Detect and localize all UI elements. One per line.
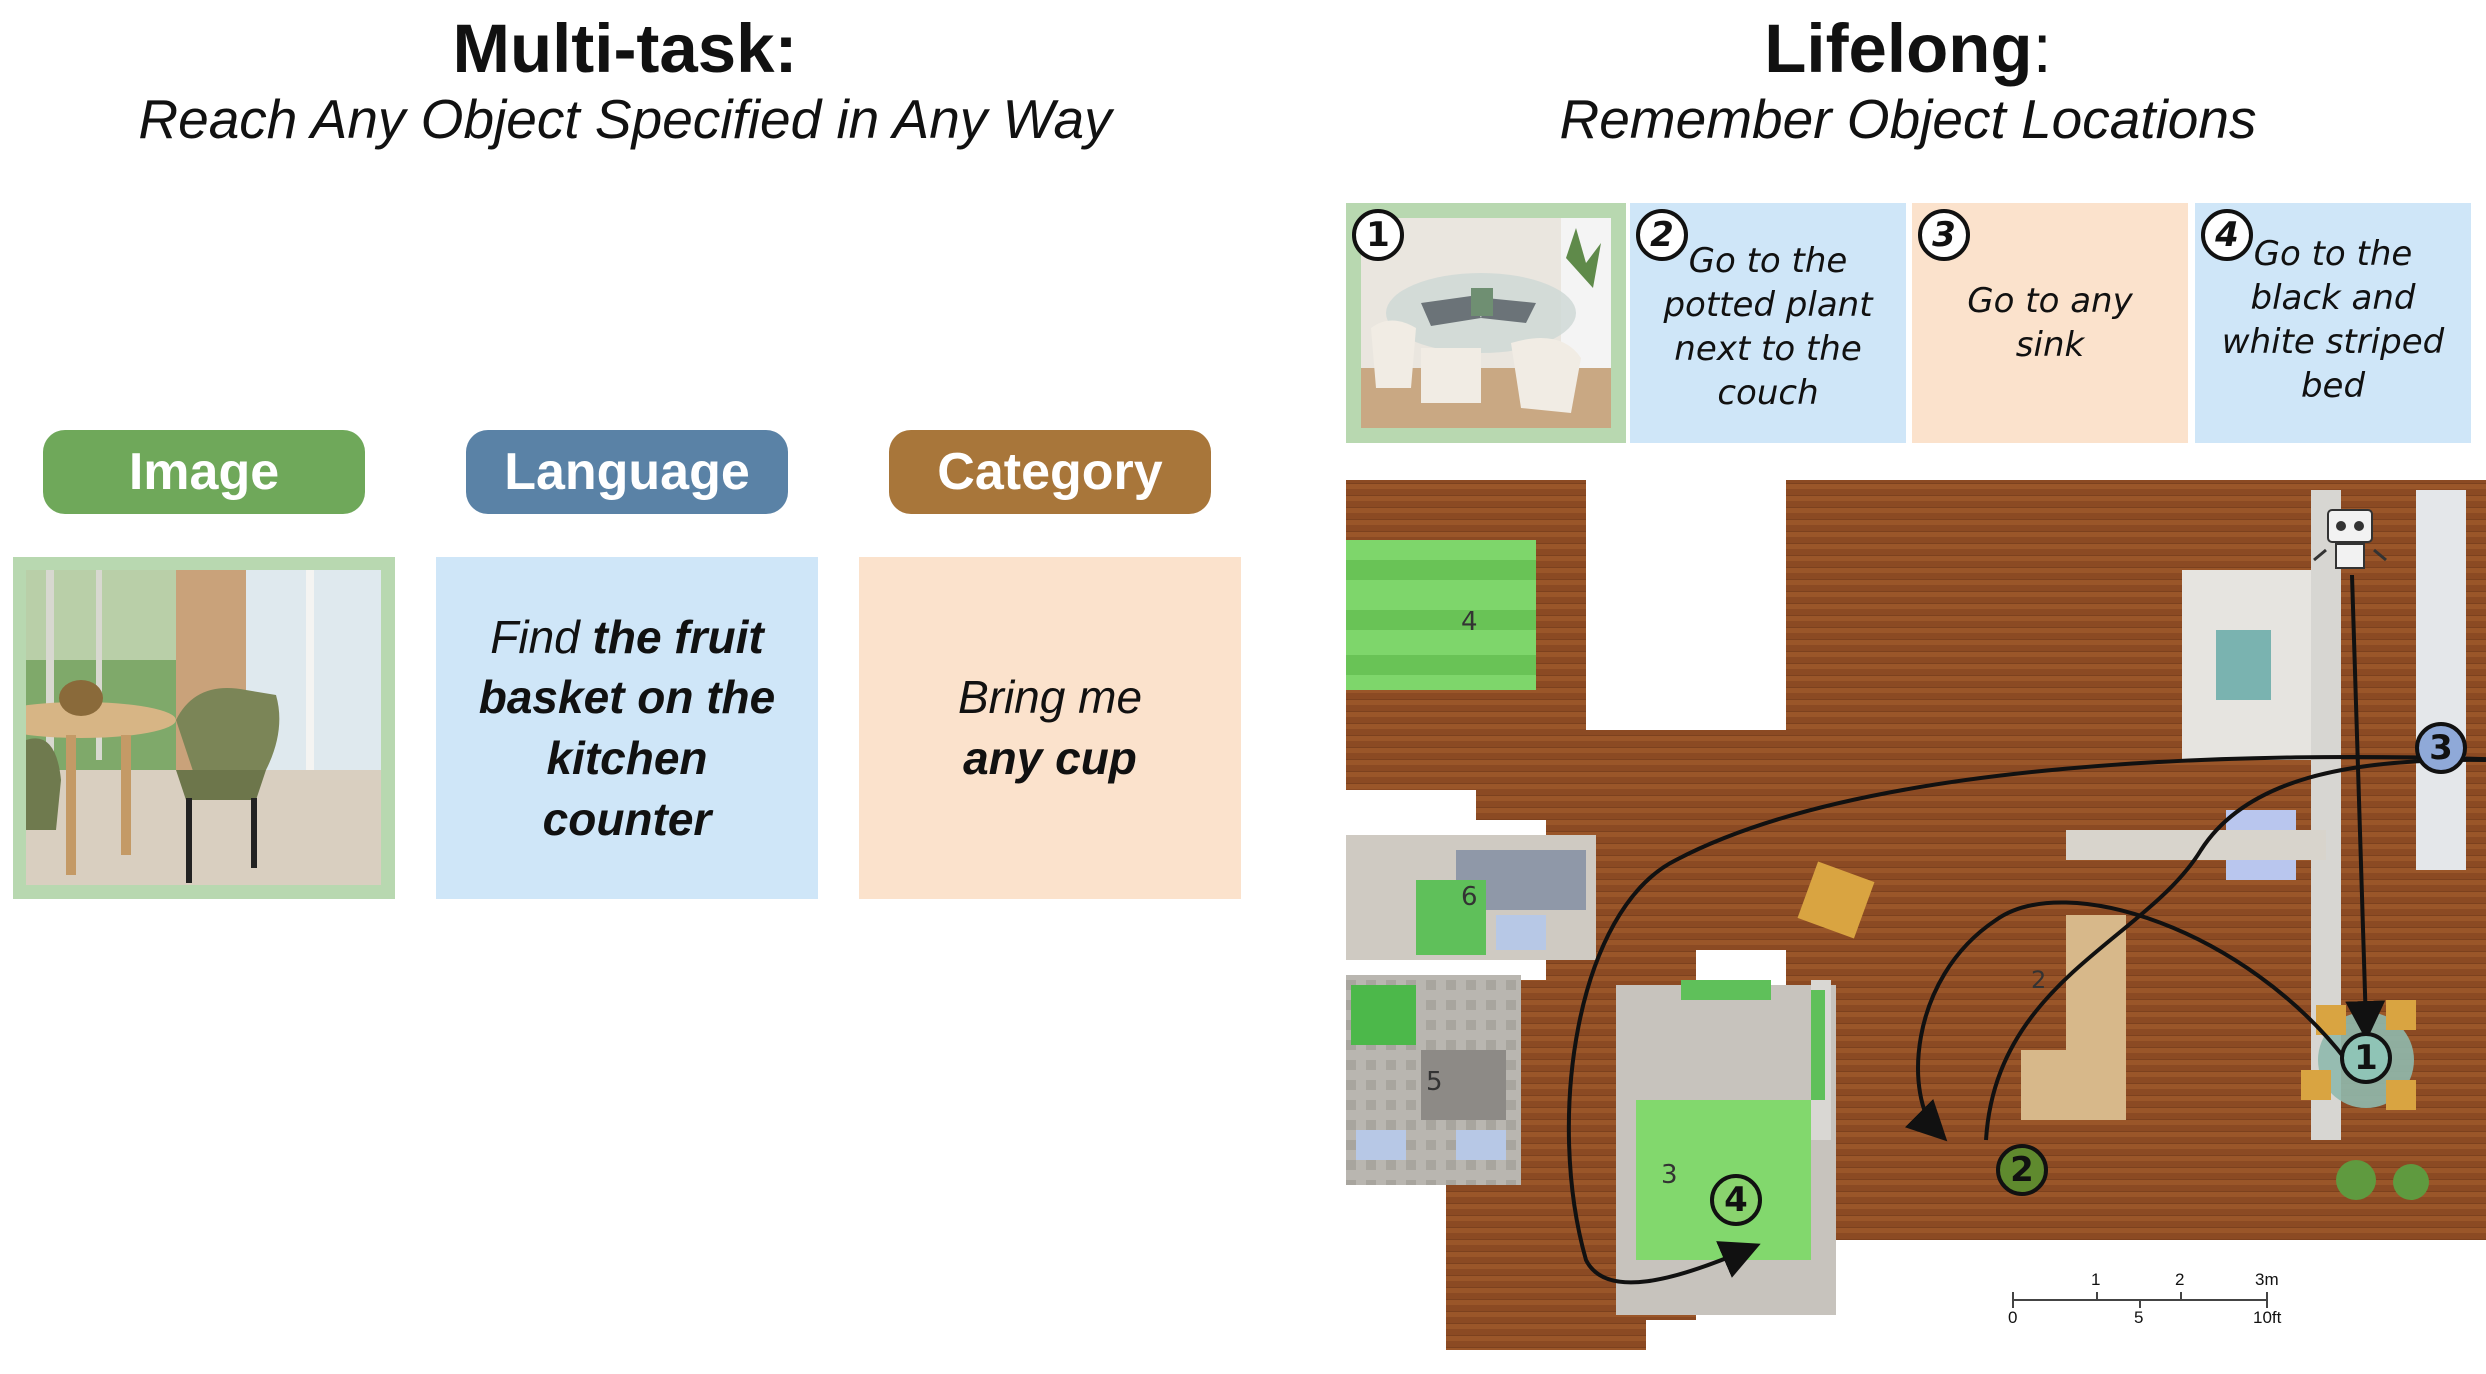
scale-m-2: 2 (2175, 1270, 2185, 1289)
scale-ft-0: 0 (2008, 1308, 2018, 1327)
category-modality-pill: Category (889, 430, 1211, 514)
language-card: Find the fruit basket on the kitchen cou… (436, 557, 818, 899)
language-modality-pill: Language (466, 430, 788, 514)
language-card-bold: the fruit basket on the kitchen counter (478, 610, 776, 845)
task-card-4: Go to the black and white striped bed 4 (2195, 203, 2471, 443)
image-card (13, 557, 395, 899)
category-card: Bring me any cup (859, 557, 1241, 899)
task-card-1: 1 (1346, 203, 1626, 443)
scale-m-1: 1 (2091, 1270, 2101, 1289)
map-marker-3: 3 (2415, 722, 2467, 774)
language-card-prefix: Find (490, 610, 593, 663)
task-3-text: Go to any sink (1967, 280, 2133, 365)
table-photo (1361, 218, 1611, 428)
task-card-3: Go to any sink 3 (1912, 203, 2188, 443)
dining-room-photo (26, 570, 381, 885)
scale-ft-10: 10ft (2253, 1308, 2282, 1327)
category-card-prefix: Bring me (957, 671, 1143, 724)
image-modality-pill: Image (43, 430, 365, 514)
right-title-suffix: : (2032, 10, 2052, 87)
task-1-number: 1 (1352, 209, 1404, 261)
task-2-text: Go to the potted plant next to the couch (1663, 240, 1873, 414)
task-2-number: 2 (1636, 209, 1688, 261)
room-label-2: 2 (2031, 966, 2046, 994)
task-4-number: 4 (2201, 209, 2253, 261)
scale-bar: 1 2 3m 0 5 10ft (2005, 1270, 2285, 1330)
room-label-3: 3 (1661, 1160, 1678, 1190)
scale-m-3: 3m (2255, 1270, 2279, 1289)
floor-wood (1346, 480, 2486, 1350)
map-marker-1: 1 (2340, 1032, 2392, 1084)
left-subtitle: Reach Any Object Specified in Any Way (138, 88, 1112, 150)
category-card-bold: any cup (963, 732, 1137, 784)
map-marker-4: 4 (1710, 1174, 1762, 1226)
robot-icon (2313, 509, 2387, 569)
right-title: Lifelong (1764, 10, 2033, 87)
map-marker-2: 2 (1996, 1144, 2048, 1196)
right-subtitle: Remember Object Locations (1559, 88, 2257, 150)
room-label-5: 5 (1426, 1067, 1443, 1097)
floor-map: 4 6 5 3 2 (1346, 480, 2486, 1350)
trajectory-arrows (1566, 574, 2486, 1285)
room-label-6: 6 (1461, 882, 1478, 912)
scale-ft-5: 5 (2134, 1308, 2144, 1327)
room-label-4: 4 (1461, 607, 1478, 637)
right-title-wrap: Lifelong: (1330, 14, 2486, 83)
task-card-2: Go to the potted plant next to the couch… (1630, 203, 1906, 443)
task-3-number: 3 (1918, 209, 1970, 261)
left-title: Multi-task: (452, 10, 798, 87)
task-4-text: Go to the black and white striped bed (2221, 233, 2445, 407)
